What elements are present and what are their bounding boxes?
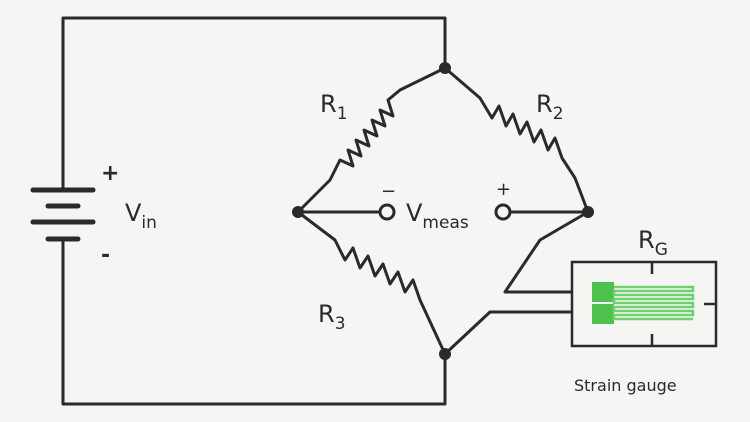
resistor-r1 xyxy=(296,66,447,214)
battery-plus-sign: + xyxy=(101,161,119,186)
vmeas-plus-sign: + xyxy=(496,179,511,200)
resistor-r3 xyxy=(296,210,447,356)
vmeas-plus-terminal xyxy=(494,203,512,221)
outer-circuit-wires xyxy=(61,16,447,406)
bottom-node xyxy=(439,348,451,360)
right-node xyxy=(582,206,594,218)
gauge-grid xyxy=(612,285,695,321)
vin-label: Vin xyxy=(125,199,157,233)
gauge-pad-top xyxy=(592,282,614,302)
top-node xyxy=(439,62,451,74)
rg-label: RG xyxy=(638,226,668,260)
battery-symbol xyxy=(30,187,96,242)
strain-gauge xyxy=(570,260,718,348)
vmeas-minus-terminal xyxy=(378,203,396,221)
gauge-leads xyxy=(443,210,610,356)
r3-label: R3 xyxy=(318,300,346,334)
left-node xyxy=(292,206,304,218)
r2-label: R2 xyxy=(536,90,564,124)
gauge-pad-bottom xyxy=(592,304,614,324)
resistor-r2 xyxy=(443,66,590,214)
strain-gauge-caption: Strain gauge xyxy=(574,376,677,395)
vmeas-minus-sign: − xyxy=(381,181,396,202)
battery-minus-sign: - xyxy=(101,243,110,268)
r1-label: R1 xyxy=(320,90,348,124)
vmeas-label: Vmeas xyxy=(406,199,469,233)
